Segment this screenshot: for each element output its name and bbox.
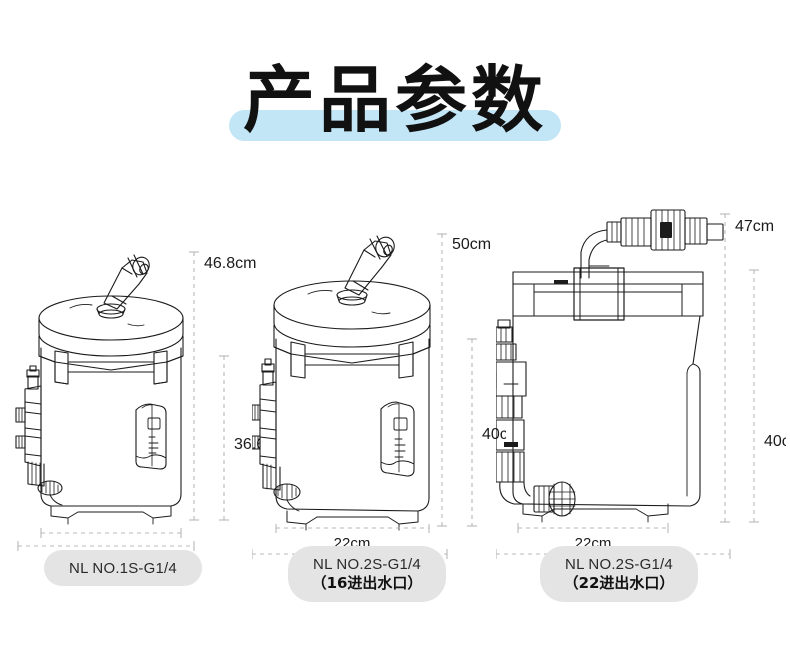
clamp-collar (273, 324, 431, 379)
top-manifold (512, 265, 704, 321)
product-label-3-subtitle: （22进出水口） (563, 574, 675, 592)
product-1-drawing: 46.8cm 36.6cm 19.3cm (15, 251, 260, 538)
product-label-1-name: NL NO.1S-G1/4 (69, 560, 177, 577)
product-label-2-subtitle: （16进出水口） (311, 574, 423, 592)
inlet-pipe (103, 254, 150, 310)
canister-body (275, 338, 430, 531)
dimension-lines (437, 233, 477, 527)
title-inner: 产品参数 (228, 57, 561, 143)
product-column-1: 46.8cm 36.6cm 19.3cm 28.7cm (8, 196, 260, 562)
product-diagram-row: 46.8cm 36.6cm 19.3cm 28.7cm (0, 196, 790, 574)
dimension-total-height-2: 50cm (452, 236, 491, 253)
dimension-labels: 47cm 40cm (735, 218, 786, 450)
side-valve-assembly (15, 365, 63, 506)
top-outlet-valve (606, 209, 724, 251)
outlet-tube (580, 229, 608, 279)
product-2-drawing: 50cm 40cm (252, 233, 506, 531)
product-column-3: 47cm 40cm 22cm 37.2cm (496, 196, 786, 574)
title-highlight-bar (228, 110, 561, 141)
page-title: 产品参数 (242, 58, 547, 142)
product-3-drawing: 47cm 40cm (496, 209, 786, 523)
inlet-pipe (344, 235, 395, 296)
product-column-2: 50cm 40cm 22cm 31.2cm (252, 196, 506, 574)
inlet-flange (96, 303, 126, 319)
dimension-total-height-3: 47cm (735, 218, 774, 235)
product-label-row: NL NO.1S-G1/4 NL NO.2S-G1/4 （16进出水口） NL … (0, 546, 790, 612)
side-valve-stack (496, 319, 576, 517)
side-valve-assembly (252, 358, 301, 512)
dimension-lines (720, 213, 759, 523)
dimension-labels: 50cm 40cm (452, 236, 506, 443)
product-label-2-name: NL NO.2S-G1/4 (313, 556, 421, 573)
canister-lid (273, 280, 431, 348)
dimension-labels: 46.8cm 36.6cm 19.3cm (204, 255, 260, 453)
dimension-total-height-1: 46.8cm (204, 255, 256, 272)
product-label-pill-3: NL NO.2S-G1/4 （22进出水口） (540, 546, 698, 602)
canister-body (512, 315, 701, 523)
control-panel (380, 401, 415, 477)
dimension-lines (40, 251, 229, 538)
dimension-body-height-2: 40cm (482, 426, 506, 443)
product-label-3-name: NL NO.2S-G1/4 (565, 556, 673, 573)
inlet-flange (336, 289, 368, 306)
clamp-collar (38, 335, 184, 385)
product-label-pill-2: NL NO.2S-G1/4 （16进出水口） (288, 546, 446, 602)
canister-lid (38, 295, 184, 357)
page-title-block: 产品参数 (0, 50, 790, 150)
dimension-body-height-3: 40cm (764, 433, 786, 450)
control-panel (135, 403, 167, 470)
canister-body (40, 347, 182, 525)
product-label-pill-1: NL NO.1S-G1/4 (44, 550, 202, 586)
